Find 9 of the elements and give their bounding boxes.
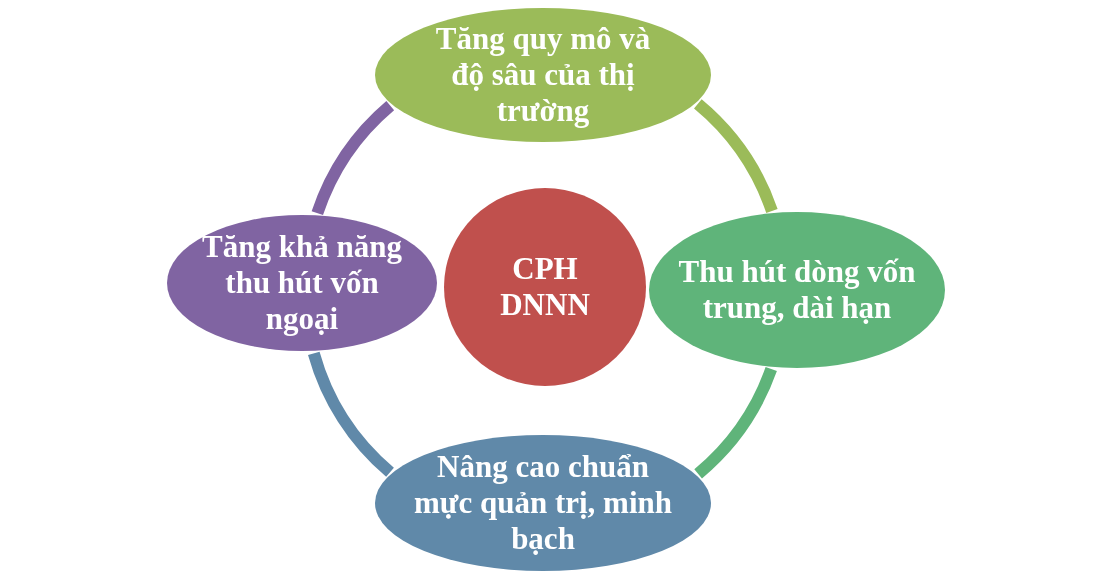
connector-arc: [308, 351, 395, 477]
connector-arc: [311, 101, 395, 216]
connector-arc: [693, 99, 778, 214]
node-text: Tăng quy mô và độ sâu của thị trường: [434, 21, 652, 129]
node-text: Tăng khả năng thu hút vốn ngoại: [201, 229, 403, 337]
node-text: CPH DNNN: [499, 251, 591, 323]
node-text: Thu hút dòng vốn trung, dài hạn: [677, 254, 917, 326]
node-text: Nâng cao chuẩn mực quản trị, minh bạch: [413, 449, 673, 557]
connector-arc: [694, 366, 777, 479]
